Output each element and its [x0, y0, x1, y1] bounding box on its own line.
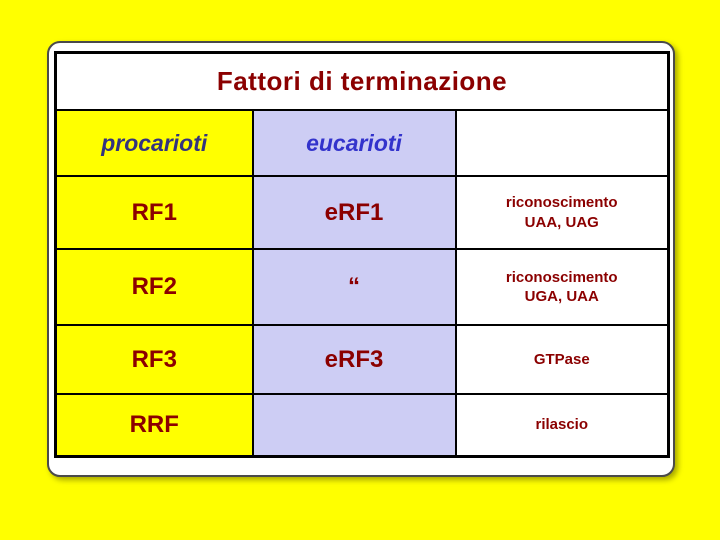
- slide-plaque: Fattori di terminazione procarioti eucar…: [47, 41, 675, 477]
- cell-procarioti-rf3: RF3: [54, 324, 254, 395]
- slide-title: Fattori di terminazione: [54, 51, 670, 111]
- cell-function-rf2: riconoscimento UGA, UAA: [454, 248, 670, 326]
- column-header-procarioti: procarioti: [54, 109, 254, 177]
- cell-function-rf1: riconoscimento UAA, UAG: [454, 175, 670, 250]
- column-header-function-empty: [454, 109, 670, 177]
- cell-procarioti-rf2: RF2: [54, 248, 254, 326]
- column-header-eucarioti: eucarioti: [251, 109, 457, 177]
- table-row-rf1: RF1 eRF1 riconoscimento UAA, UAG: [54, 175, 670, 250]
- cell-eucarioti-ditto: “: [251, 248, 457, 326]
- cell-eucarioti-empty: [251, 393, 457, 458]
- cell-eucarioti-erf3: eRF3: [251, 324, 457, 395]
- table-row-rf2: RF2 “ riconoscimento UGA, UAA: [54, 248, 670, 326]
- cell-procarioti-rf1: RF1: [54, 175, 254, 250]
- cell-eucarioti-erf1: eRF1: [251, 175, 457, 250]
- cell-procarioti-rrf: RRF: [54, 393, 254, 458]
- termination-factors-table: Fattori di terminazione procarioti eucar…: [54, 51, 671, 458]
- table-row-rrf: RRF rilascio: [54, 393, 670, 458]
- cell-function-rf3: GTPase: [454, 324, 670, 395]
- table-header-row: procarioti eucarioti: [54, 109, 670, 177]
- cell-function-rrf: rilascio: [454, 393, 670, 458]
- table-row-rf3: RF3 eRF3 GTPase: [54, 324, 670, 395]
- title-row: Fattori di terminazione: [54, 51, 670, 111]
